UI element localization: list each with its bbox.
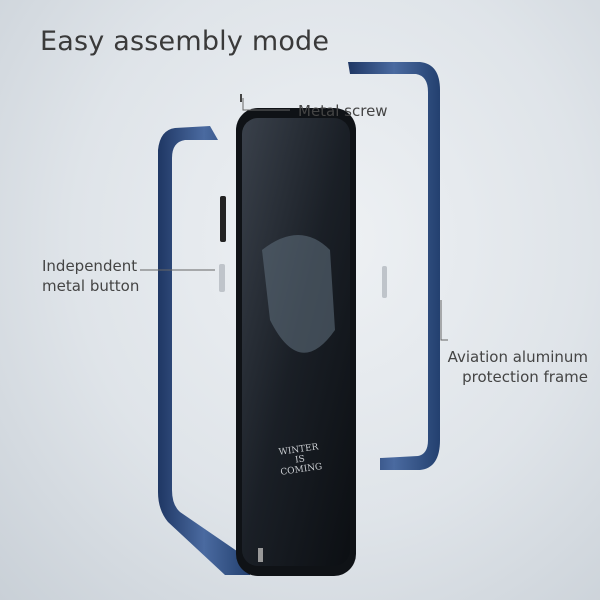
- metal-button-label-line1: Independent: [42, 257, 138, 275]
- frame-label-line1: Aviation aluminum: [447, 348, 588, 366]
- button-part: [382, 266, 387, 298]
- button-part: [220, 196, 226, 242]
- metal-button-label-line2: metal button: [42, 277, 140, 295]
- metal-button-label: Independent metal button: [42, 256, 139, 296]
- page-title: Easy assembly mode: [40, 26, 330, 57]
- left-frame: [158, 126, 250, 575]
- button-part: [219, 264, 225, 292]
- metal-screw-label: Metal screw: [298, 102, 388, 120]
- frame-label: Aviation aluminum protection frame: [448, 347, 588, 387]
- frame-label-line2: protection frame: [462, 368, 588, 386]
- right-frame: [348, 62, 440, 470]
